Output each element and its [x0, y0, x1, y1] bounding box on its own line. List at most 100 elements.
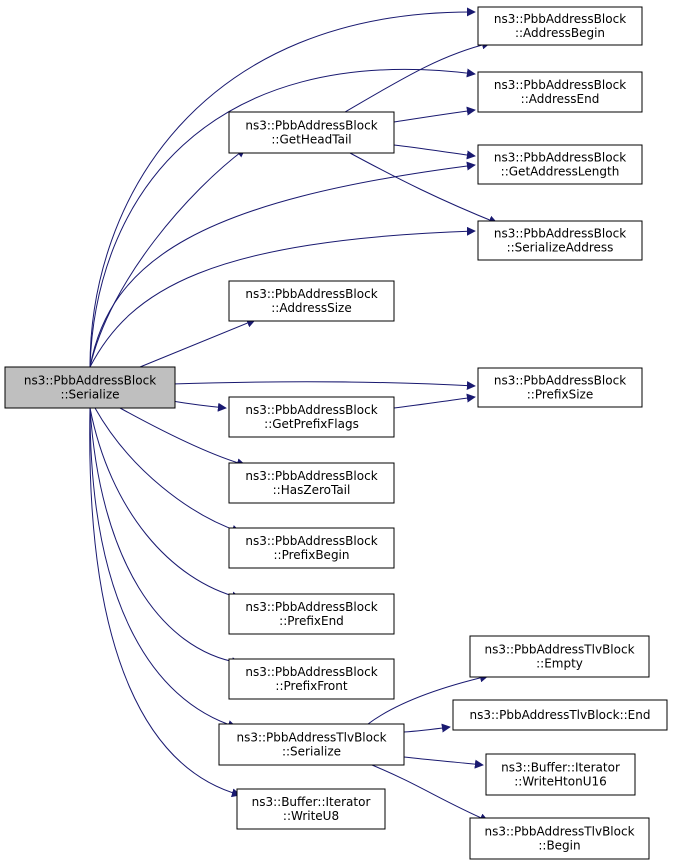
node-prefix-front[interactable]: ns3::PbbAddressBlock::PrefixFront — [228, 658, 395, 700]
edge-line — [89, 407, 237, 729]
edge-line — [89, 226, 476, 368]
node-box — [477, 6, 643, 46]
node-label-line: ::SerializeAddress — [507, 241, 614, 255]
edge-line — [344, 40, 491, 113]
edge-line — [349, 152, 498, 225]
node-tlv-end[interactable]: ns3::PbbAddressTlvBlock::End — [452, 699, 668, 731]
node-serialize[interactable]: ns3::PbbAddressBlock::Serialize — [4, 366, 176, 409]
node-label-line: ::PrefixBegin — [274, 548, 350, 562]
node-label-line: ::GetAddressLength — [501, 165, 620, 179]
node-box — [228, 658, 395, 700]
node-label-line: ns3::PbbAddressBlock — [494, 374, 626, 388]
edge-get-head-tail-to-serialize-address — [349, 152, 498, 225]
edge-tlv-serialize-to-write-hton-u16 — [403, 756, 484, 769]
node-label-line: ns3::PbbAddressBlock — [494, 227, 626, 241]
node-label-line: ::GetHeadTail — [271, 133, 351, 147]
edge-serialize-to-address-size — [139, 318, 256, 368]
node-box — [469, 635, 650, 678]
edge-serialize-to-address-end — [89, 68, 476, 368]
edge-serialize-to-get-prefix-flags — [171, 400, 227, 412]
edge-line — [119, 407, 246, 468]
node-label-line: ::Empty — [536, 657, 583, 671]
node-label-line: ::PrefixSize — [527, 388, 593, 402]
edge-line — [393, 144, 476, 160]
node-box — [228, 280, 395, 322]
node-label-line: ::AddressBegin — [515, 26, 605, 40]
node-get-address-length[interactable]: ns3::PbbAddressBlock::GetAddressLength — [477, 144, 643, 185]
edge-line — [403, 756, 484, 769]
node-get-prefix-flags[interactable]: ns3::PbbAddressBlock::GetPrefixFlags — [228, 396, 395, 438]
node-box — [477, 71, 643, 113]
edge-line — [393, 106, 476, 123]
edge-line — [89, 148, 246, 368]
node-label-line: ::Begin — [538, 839, 580, 853]
edge-tlv-serialize-to-tlv-begin — [371, 764, 489, 822]
edge-serialize-to-get-head-tail — [89, 148, 246, 368]
edge-line — [403, 723, 451, 733]
edge-line — [89, 407, 241, 601]
node-write-u8[interactable]: ns3::Buffer::Iterator::WriteU8 — [236, 788, 386, 830]
node-box — [452, 699, 668, 731]
node-box — [477, 367, 643, 408]
node-label-line: ns3::PbbAddressBlock — [245, 287, 377, 301]
node-serialize-address[interactable]: ns3::PbbAddressBlock::SerializeAddress — [477, 220, 643, 261]
node-label-line: ns3::Buffer::Iterator — [252, 795, 371, 809]
node-address-begin[interactable]: ns3::PbbAddressBlock::AddressBegin — [477, 6, 643, 46]
node-prefix-size[interactable]: ns3::PbbAddressBlock::PrefixSize — [477, 367, 643, 408]
node-label-line: ::AddressSize — [271, 301, 352, 315]
node-label-line: ns3::PbbAddressTlvBlock — [484, 825, 634, 839]
node-box — [477, 144, 643, 185]
node-has-zero-tail[interactable]: ns3::PbbAddressBlock::HasZeroTail — [228, 462, 395, 504]
edge-line — [139, 318, 256, 368]
edge-serialize-to-prefix-end — [89, 407, 241, 601]
node-address-size[interactable]: ns3::PbbAddressBlock::AddressSize — [228, 280, 395, 322]
node-label-line: ns3::PbbAddressTlvBlock — [236, 731, 386, 745]
node-label-line: ns3::PbbAddressBlock — [245, 534, 377, 548]
node-box — [485, 753, 636, 796]
node-box — [228, 462, 395, 504]
node-box — [469, 817, 650, 860]
node-box — [228, 111, 395, 154]
edge-get-head-tail-to-address-end — [393, 106, 476, 123]
node-prefix-end[interactable]: ns3::PbbAddressBlock::PrefixEnd — [228, 593, 395, 635]
node-label-line: ns3::PbbAddressBlock — [245, 665, 377, 679]
node-label-line: ns3::PbbAddressTlvBlock::End — [470, 708, 651, 722]
edge-serialize-to-write-u8 — [89, 407, 241, 798]
edge-serialize-to-prefix-size — [171, 381, 476, 391]
node-label-line: ns3::PbbAddressBlock — [245, 600, 377, 614]
edge-line — [94, 407, 241, 534]
node-box — [477, 220, 643, 261]
edge-serialize-to-prefix-front — [89, 407, 241, 667]
node-tlv-begin[interactable]: ns3::PbbAddressTlvBlock::Begin — [469, 817, 650, 860]
edge-serialize-to-serialize-address — [89, 226, 476, 368]
node-label-line: ::GetPrefixFlags — [264, 417, 359, 431]
node-label-line: ns3::PbbAddressBlock — [245, 119, 377, 133]
node-label-line: ns3::PbbAddressBlock — [245, 403, 377, 417]
edge-serialize-to-get-address-length — [89, 161, 476, 368]
edge-serialize-to-has-zero-tail — [119, 407, 246, 468]
node-write-hton-u16[interactable]: ns3::Buffer::Iterator::WriteHtonU16 — [485, 753, 636, 796]
node-label-line: ::WriteU8 — [283, 809, 339, 823]
edge-tlv-serialize-to-tlv-end — [403, 723, 451, 733]
edge-serialize-to-address-begin — [89, 7, 476, 368]
node-box — [4, 366, 176, 409]
edges-layer — [89, 7, 498, 822]
edge-get-prefix-flags-to-prefix-size — [393, 393, 476, 409]
node-label-line: ::AddressEnd — [521, 92, 600, 106]
node-prefix-begin[interactable]: ns3::PbbAddressBlock::PrefixBegin — [228, 527, 395, 569]
edge-serialize-to-tlv-serialize — [89, 407, 237, 729]
node-get-head-tail[interactable]: ns3::PbbAddressBlock::GetHeadTail — [228, 111, 395, 154]
node-box — [228, 593, 395, 635]
edge-line — [171, 381, 476, 391]
edge-line — [367, 673, 489, 725]
node-address-end[interactable]: ns3::PbbAddressBlock::AddressEnd — [477, 71, 643, 113]
nodes-layer: ns3::PbbAddressBlock::Serializens3::PbbA… — [4, 6, 668, 860]
edge-get-head-tail-to-get-address-length — [393, 144, 476, 160]
node-tlv-empty[interactable]: ns3::PbbAddressTlvBlock::Empty — [469, 635, 650, 678]
edge-line — [89, 68, 476, 368]
node-label-line: ns3::PbbAddressBlock — [494, 78, 626, 92]
node-tlv-serialize[interactable]: ns3::PbbAddressTlvBlock::Serialize — [218, 723, 405, 766]
node-label-line: ns3::PbbAddressBlock — [494, 151, 626, 165]
edge-line — [371, 764, 489, 822]
node-label-line: ns3::PbbAddressBlock — [24, 374, 156, 388]
